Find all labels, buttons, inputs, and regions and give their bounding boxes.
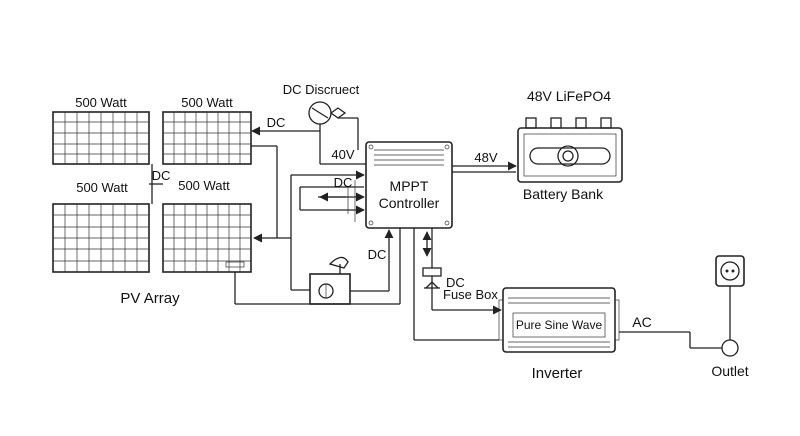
fuse-box-label-line2: Fuse Box	[443, 287, 498, 302]
mppt-title-line1: MPPT	[390, 178, 429, 194]
solar-panel-bottom-left	[52, 203, 150, 273]
battery-title: 48V LiFePO4	[527, 88, 611, 104]
mppt-controller	[365, 141, 453, 229]
ac-label: AC	[632, 314, 651, 330]
dc-disconnect-label: DC Discruect	[283, 82, 360, 97]
outlet-label: Outlet	[711, 363, 748, 379]
inverter-panel-text: Pure Sine Wave	[516, 318, 603, 332]
panel-label-top-left: 500 Watt	[75, 95, 127, 110]
battery-bank	[517, 117, 623, 183]
voltage-40v-label: 40V	[331, 147, 354, 162]
dc-disconnect-switch	[308, 101, 347, 125]
mppt-title-line2: Controller	[379, 195, 440, 211]
panel-label-bottom-left: 500 Watt	[76, 180, 128, 195]
voltage-48v-label: 48V	[474, 150, 497, 165]
inverter-label: Inverter	[532, 365, 583, 382]
pv-array-label: PV Array	[120, 290, 180, 307]
panel-label-top-right: 500 Watt	[181, 95, 233, 110]
dc-fuse-box	[422, 267, 442, 310]
inverter	[498, 287, 620, 353]
mppt-dc-bottom-label: DC	[368, 247, 387, 262]
panel-label-bottom-right: 500 Watt	[178, 178, 230, 193]
mppt-dc-in-label: DC	[334, 175, 353, 190]
solar-panel-top-right	[162, 111, 252, 165]
solar-panel-top-left	[52, 111, 150, 165]
fuse-box-label-line1: DC	[446, 275, 465, 290]
battery-bank-label: Battery Bank	[523, 186, 604, 202]
charge-source-device	[309, 256, 351, 305]
wall-outlet	[715, 255, 745, 357]
dc-line-label: DC	[267, 115, 286, 130]
panel-interconnect-dc-label: DC	[152, 168, 171, 183]
solar-panel-bottom-right	[162, 203, 252, 273]
